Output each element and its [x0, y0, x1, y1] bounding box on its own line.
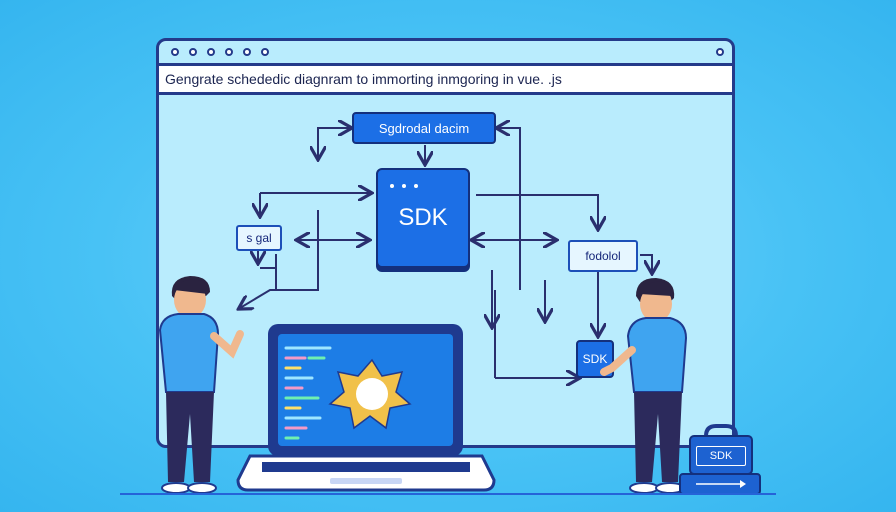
arrow-to-left-person: [240, 210, 319, 308]
window-dot-2[interactable]: [189, 48, 197, 56]
sdk-node-dots: [390, 184, 418, 188]
address-bar[interactable]: Gengrate schededic diagnram to immorting…: [159, 63, 732, 95]
top-node-label: Sgdrodal dacim: [378, 120, 470, 136]
code-lines: [284, 346, 332, 440]
window-dot-5[interactable]: [243, 48, 251, 56]
right-person-shirt: [626, 317, 688, 393]
laptop: [236, 324, 496, 492]
window-dot-6[interactable]: [261, 48, 269, 56]
sdk-center-label: SDK: [398, 204, 448, 231]
top-node[interactable]: Sgdrodal dacim: [352, 112, 496, 144]
window-dot-3[interactable]: [207, 48, 215, 56]
left-node[interactable]: s gal: [236, 225, 282, 251]
window-dot-1[interactable]: [171, 48, 179, 56]
laptop-base: [236, 454, 496, 492]
left-node-label: s gal: [246, 231, 272, 245]
left-person: [158, 276, 244, 494]
menu-dot-1[interactable]: [716, 48, 724, 56]
right-node-label: fodolol: [585, 249, 621, 263]
left-person-pants: [166, 392, 214, 482]
small-sdk-label: SDK: [582, 352, 608, 366]
left-person-shirt: [158, 313, 220, 393]
arrow-fodolol-right: [640, 254, 652, 272]
right-person-pants: [634, 392, 682, 482]
window-dot-4[interactable]: [225, 48, 233, 56]
right-person: [600, 278, 688, 494]
bag-label-text: SDK: [709, 450, 733, 462]
arrow-sdk-right: [476, 194, 598, 228]
title-bar: [159, 41, 732, 63]
right-node[interactable]: fodolol: [568, 240, 638, 272]
address-text: Gengrate schededic diagnram to immorting…: [165, 71, 562, 87]
sdk-bag: [679, 424, 761, 495]
bag-label: SDK: [696, 446, 746, 466]
